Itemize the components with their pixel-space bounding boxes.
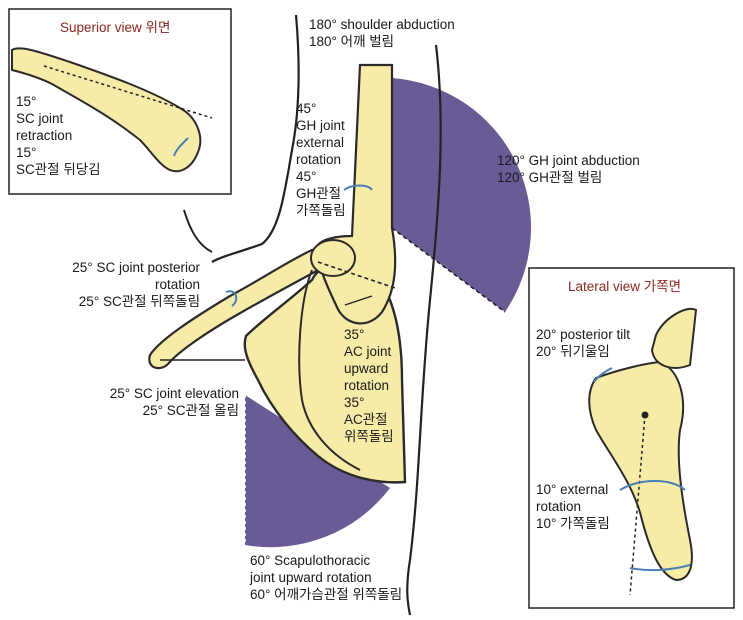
humeral-head xyxy=(310,239,356,277)
lateral-rotation-arrow-icon xyxy=(619,480,686,491)
neck-outline xyxy=(183,209,213,253)
sc-retraction-label: 15° SC joint retraction 15° SC관절 뒤당김 xyxy=(16,94,101,177)
body-outline-right xyxy=(406,44,442,616)
shoulder-abduction-label: 180° shoulder abduction 180° 어깨 벌림 xyxy=(309,17,455,49)
gh-reference-line xyxy=(391,227,506,313)
sc-rotation-arrow-icon xyxy=(225,290,238,307)
superior-clavicle-bone xyxy=(11,47,202,173)
gh-abduction-arc xyxy=(392,78,532,312)
superior-view-title: Superior view 위면 xyxy=(60,20,171,35)
sc-posterior-rotation-label: 25° SC joint posterior rotation 25° SC관절… xyxy=(72,260,200,309)
body-outline-left xyxy=(211,14,300,263)
scapula-spine xyxy=(298,269,361,471)
ac-upward-rotation-label: 35° AC joint upward rotation 35° AC관절 위쪽… xyxy=(344,327,394,444)
scapulothoracic-arc xyxy=(245,395,390,548)
scapulothoracic-label: 60° Scapulothoracic joint upward rotatio… xyxy=(250,553,403,602)
gh-rotation-arrow-icon xyxy=(343,184,373,191)
lateral-bottom-arrow-icon xyxy=(629,564,691,572)
lateral-tilt-arrow-icon xyxy=(593,367,613,383)
lateral-external-rotation-label: 10° external rotation 10° 가쪽돌림 xyxy=(536,482,610,531)
gh-external-rotation-label: 45° GH joint external rotation 45° GH관절 … xyxy=(296,101,346,218)
lateral-view-title: Lateral view 가쪽면 xyxy=(568,279,682,294)
lateral-reference-line xyxy=(629,414,646,596)
superior-reference-line xyxy=(43,65,213,119)
lateral-humerus-bone xyxy=(650,307,698,369)
superior-rotation-arrow-icon xyxy=(173,137,189,157)
clavicle-bone xyxy=(148,248,324,370)
gh-abduction-label: 120° GH joint abduction 120° GH관절 벌림 xyxy=(497,153,640,185)
ac-rotation-arrow-icon xyxy=(344,295,373,306)
posterior-tilt-label: 20° posterior tilt 20° 뒤기울임 xyxy=(536,327,630,359)
sc-elevation-label: 25° SC joint elevation 25° SC관절 올림 xyxy=(109,386,239,418)
